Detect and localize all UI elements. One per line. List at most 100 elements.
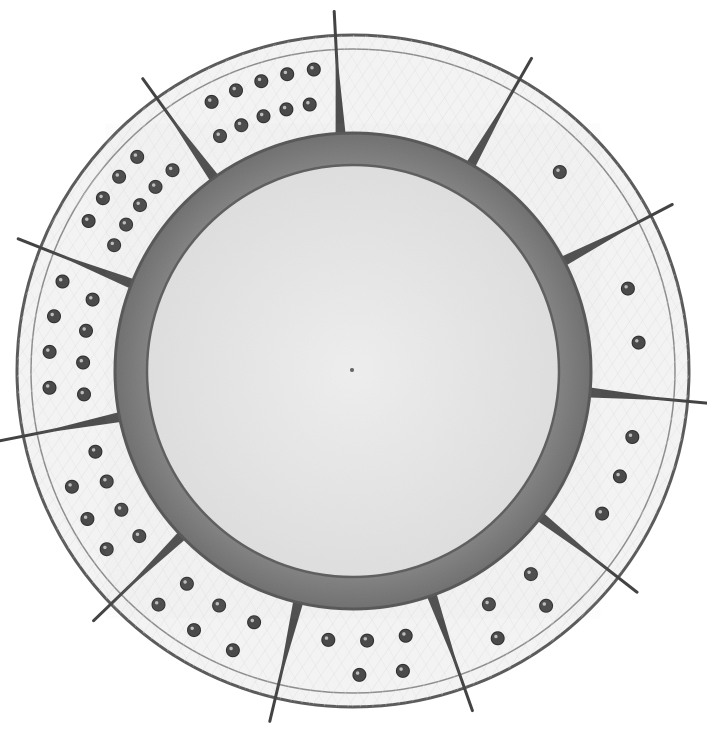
- rim-dot-highlight: [51, 313, 54, 316]
- rim-dot-highlight: [251, 619, 254, 622]
- rim-dot: [281, 68, 294, 81]
- rim-dot: [166, 164, 179, 177]
- rim-dot-highlight: [123, 221, 126, 224]
- rim-dot-highlight: [399, 667, 402, 670]
- rim-dot: [226, 644, 239, 657]
- rim-dot: [396, 664, 409, 677]
- rim-dot: [96, 192, 109, 205]
- rim-dot-highlight: [233, 87, 236, 90]
- rim-dot-highlight: [111, 242, 114, 245]
- rim-dot-highlight: [68, 483, 71, 486]
- rim-dot: [89, 445, 102, 458]
- rim-dot-highlight: [183, 580, 186, 583]
- rim-dot: [56, 275, 69, 288]
- rim-dot: [108, 239, 121, 252]
- rim-dot-highlight: [46, 348, 49, 351]
- rim-dot: [482, 598, 495, 611]
- rim-dot: [255, 75, 268, 88]
- rim-dot-highlight: [136, 533, 139, 536]
- rim-dot: [596, 507, 609, 520]
- rim-dot-highlight: [527, 571, 530, 574]
- rim-dot-highlight: [238, 122, 241, 125]
- rim-dot-highlight: [325, 636, 328, 639]
- rim-dot-highlight: [599, 510, 602, 513]
- rim-dot: [303, 98, 316, 111]
- rim-dot-highlight: [116, 173, 119, 176]
- rim-dot-highlight: [258, 78, 261, 81]
- rim-dot: [621, 282, 634, 295]
- rim-dot: [82, 215, 95, 228]
- rim-dot-highlight: [92, 448, 95, 451]
- rim-dot-highlight: [155, 601, 158, 604]
- rim-dot-highlight: [81, 391, 84, 394]
- rim-dot-highlight: [46, 384, 49, 387]
- rim-dot-highlight: [556, 169, 559, 172]
- rim-dot: [361, 634, 374, 647]
- rim-dot-highlight: [616, 473, 619, 476]
- rim-dot: [43, 381, 56, 394]
- rim-dot-highlight: [89, 296, 92, 299]
- rim-dot: [152, 598, 165, 611]
- rim-dot: [524, 568, 537, 581]
- rim-dot: [214, 130, 227, 143]
- rim-dot: [48, 310, 61, 323]
- rim-dot-highlight: [103, 546, 106, 549]
- rim-dot-highlight: [118, 506, 121, 509]
- rim-dot-highlight: [283, 106, 286, 109]
- rim-dot: [353, 668, 366, 681]
- rim-dot: [81, 513, 94, 526]
- rim-dot: [131, 150, 144, 163]
- rim-dot-highlight: [85, 218, 88, 221]
- rim-dot: [133, 530, 146, 543]
- rim-dot: [632, 336, 645, 349]
- rim-dot-highlight: [152, 183, 155, 186]
- rim-dot: [180, 577, 193, 590]
- rim-dot: [86, 293, 99, 306]
- rim-dot-highlight: [310, 66, 313, 69]
- rim-dot-highlight: [494, 635, 497, 638]
- rim-dot: [80, 324, 93, 337]
- rim-dot-highlight: [629, 434, 632, 437]
- rim-dot: [120, 218, 133, 231]
- rim-dot: [100, 543, 113, 556]
- rim-dot-highlight: [229, 647, 232, 650]
- rim-dot: [322, 633, 335, 646]
- rim-dot-highlight: [485, 601, 488, 604]
- rim-dot-highlight: [306, 101, 309, 104]
- rim-dot: [188, 624, 201, 637]
- rim-dot: [134, 199, 147, 212]
- rim-dot-highlight: [635, 339, 638, 342]
- rim-dot: [113, 170, 126, 183]
- rim-dot: [540, 599, 553, 612]
- rim-dot-highlight: [216, 602, 219, 605]
- rim-dot: [205, 95, 218, 108]
- rim-dot: [213, 599, 226, 612]
- rim-dot: [230, 84, 243, 97]
- rim-dot: [100, 475, 113, 488]
- center-mark: [350, 368, 354, 372]
- rim-dot: [115, 503, 128, 516]
- rim-dot-highlight: [624, 285, 627, 288]
- rim-dot: [43, 345, 56, 358]
- rim-dot-highlight: [83, 327, 86, 330]
- rim-dot-highlight: [191, 627, 194, 630]
- rim-dot: [248, 616, 261, 629]
- rim-dot: [235, 119, 248, 132]
- rim-dot-highlight: [260, 113, 263, 116]
- rim-dot: [553, 166, 566, 179]
- rim-dot: [149, 180, 162, 193]
- rim-dot-highlight: [134, 153, 137, 156]
- rim-dot-highlight: [80, 359, 83, 362]
- rim-dot-highlight: [59, 278, 62, 281]
- rim-dot-highlight: [84, 516, 87, 519]
- rim-dot-highlight: [364, 637, 367, 640]
- rim-dot-highlight: [169, 167, 172, 170]
- rim-dot-highlight: [402, 632, 405, 635]
- rim-dot: [257, 110, 270, 123]
- rim-dot-highlight: [99, 195, 102, 198]
- rim-dot-highlight: [543, 602, 546, 605]
- rim-dot: [280, 103, 293, 116]
- rim-dot-highlight: [284, 71, 287, 74]
- rim-dot: [626, 431, 639, 444]
